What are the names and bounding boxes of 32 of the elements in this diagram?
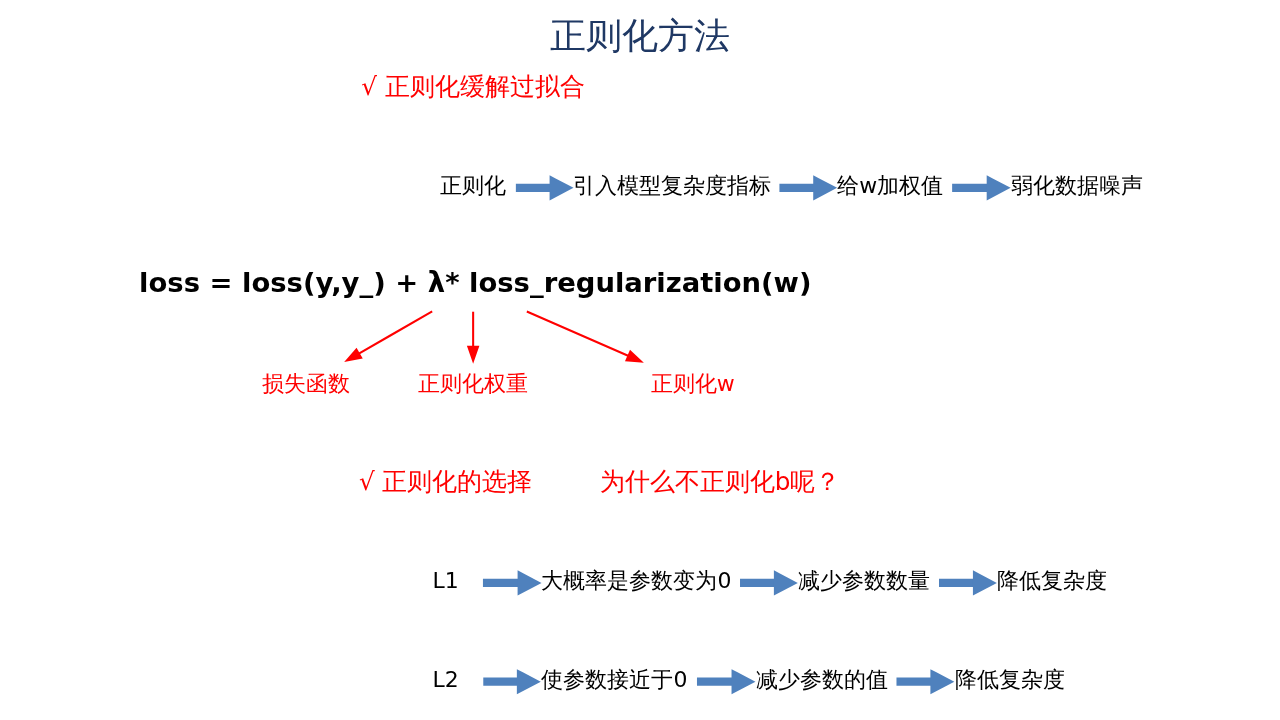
node-text: 减少参数数量 bbox=[797, 568, 930, 594]
arrow bbox=[739, 570, 798, 596]
node-text: L1 bbox=[432, 568, 459, 594]
arrow bbox=[938, 570, 997, 596]
arrow bbox=[895, 669, 954, 695]
node-text: L2 bbox=[432, 666, 459, 692]
label: 为什么不正则化b呢？ bbox=[599, 467, 840, 497]
arrow bbox=[482, 570, 542, 596]
arrow bbox=[343, 310, 433, 362]
node-text: 损失函数 bbox=[261, 370, 350, 396]
node-text: loss = loss(y,y_) + λ* loss_regularization(w) bbox=[138, 267, 811, 299]
label: √ 正则化的选择 bbox=[358, 467, 532, 497]
arrow bbox=[515, 175, 574, 201]
node-text: 降低复杂度 bbox=[954, 666, 1065, 692]
arrow bbox=[696, 669, 755, 695]
node-text: 减少参数的值 bbox=[755, 666, 888, 692]
arrow bbox=[778, 175, 837, 201]
node-text: 弱化数据噪声 bbox=[1010, 173, 1143, 199]
node-text: 降低复杂度 bbox=[996, 568, 1107, 594]
arrow bbox=[525, 310, 644, 363]
node-text: 大概率是参数变为0 bbox=[540, 568, 731, 594]
node-text: 正则化权重 bbox=[417, 370, 528, 396]
node-text: 引入模型复杂度指标 bbox=[572, 173, 771, 199]
node-text: 使参数接近于0 bbox=[540, 666, 687, 692]
node-text: 正则化w bbox=[650, 370, 735, 396]
node-text: 正则化 bbox=[439, 173, 506, 199]
label: √ 正则化缓解过拟合 bbox=[360, 72, 585, 102]
arrow bbox=[482, 669, 541, 695]
node-text: 给w加权值 bbox=[836, 173, 943, 199]
diagram-title: 正则化方法 bbox=[550, 14, 730, 56]
arrow bbox=[466, 311, 479, 364]
arrow bbox=[951, 175, 1011, 201]
